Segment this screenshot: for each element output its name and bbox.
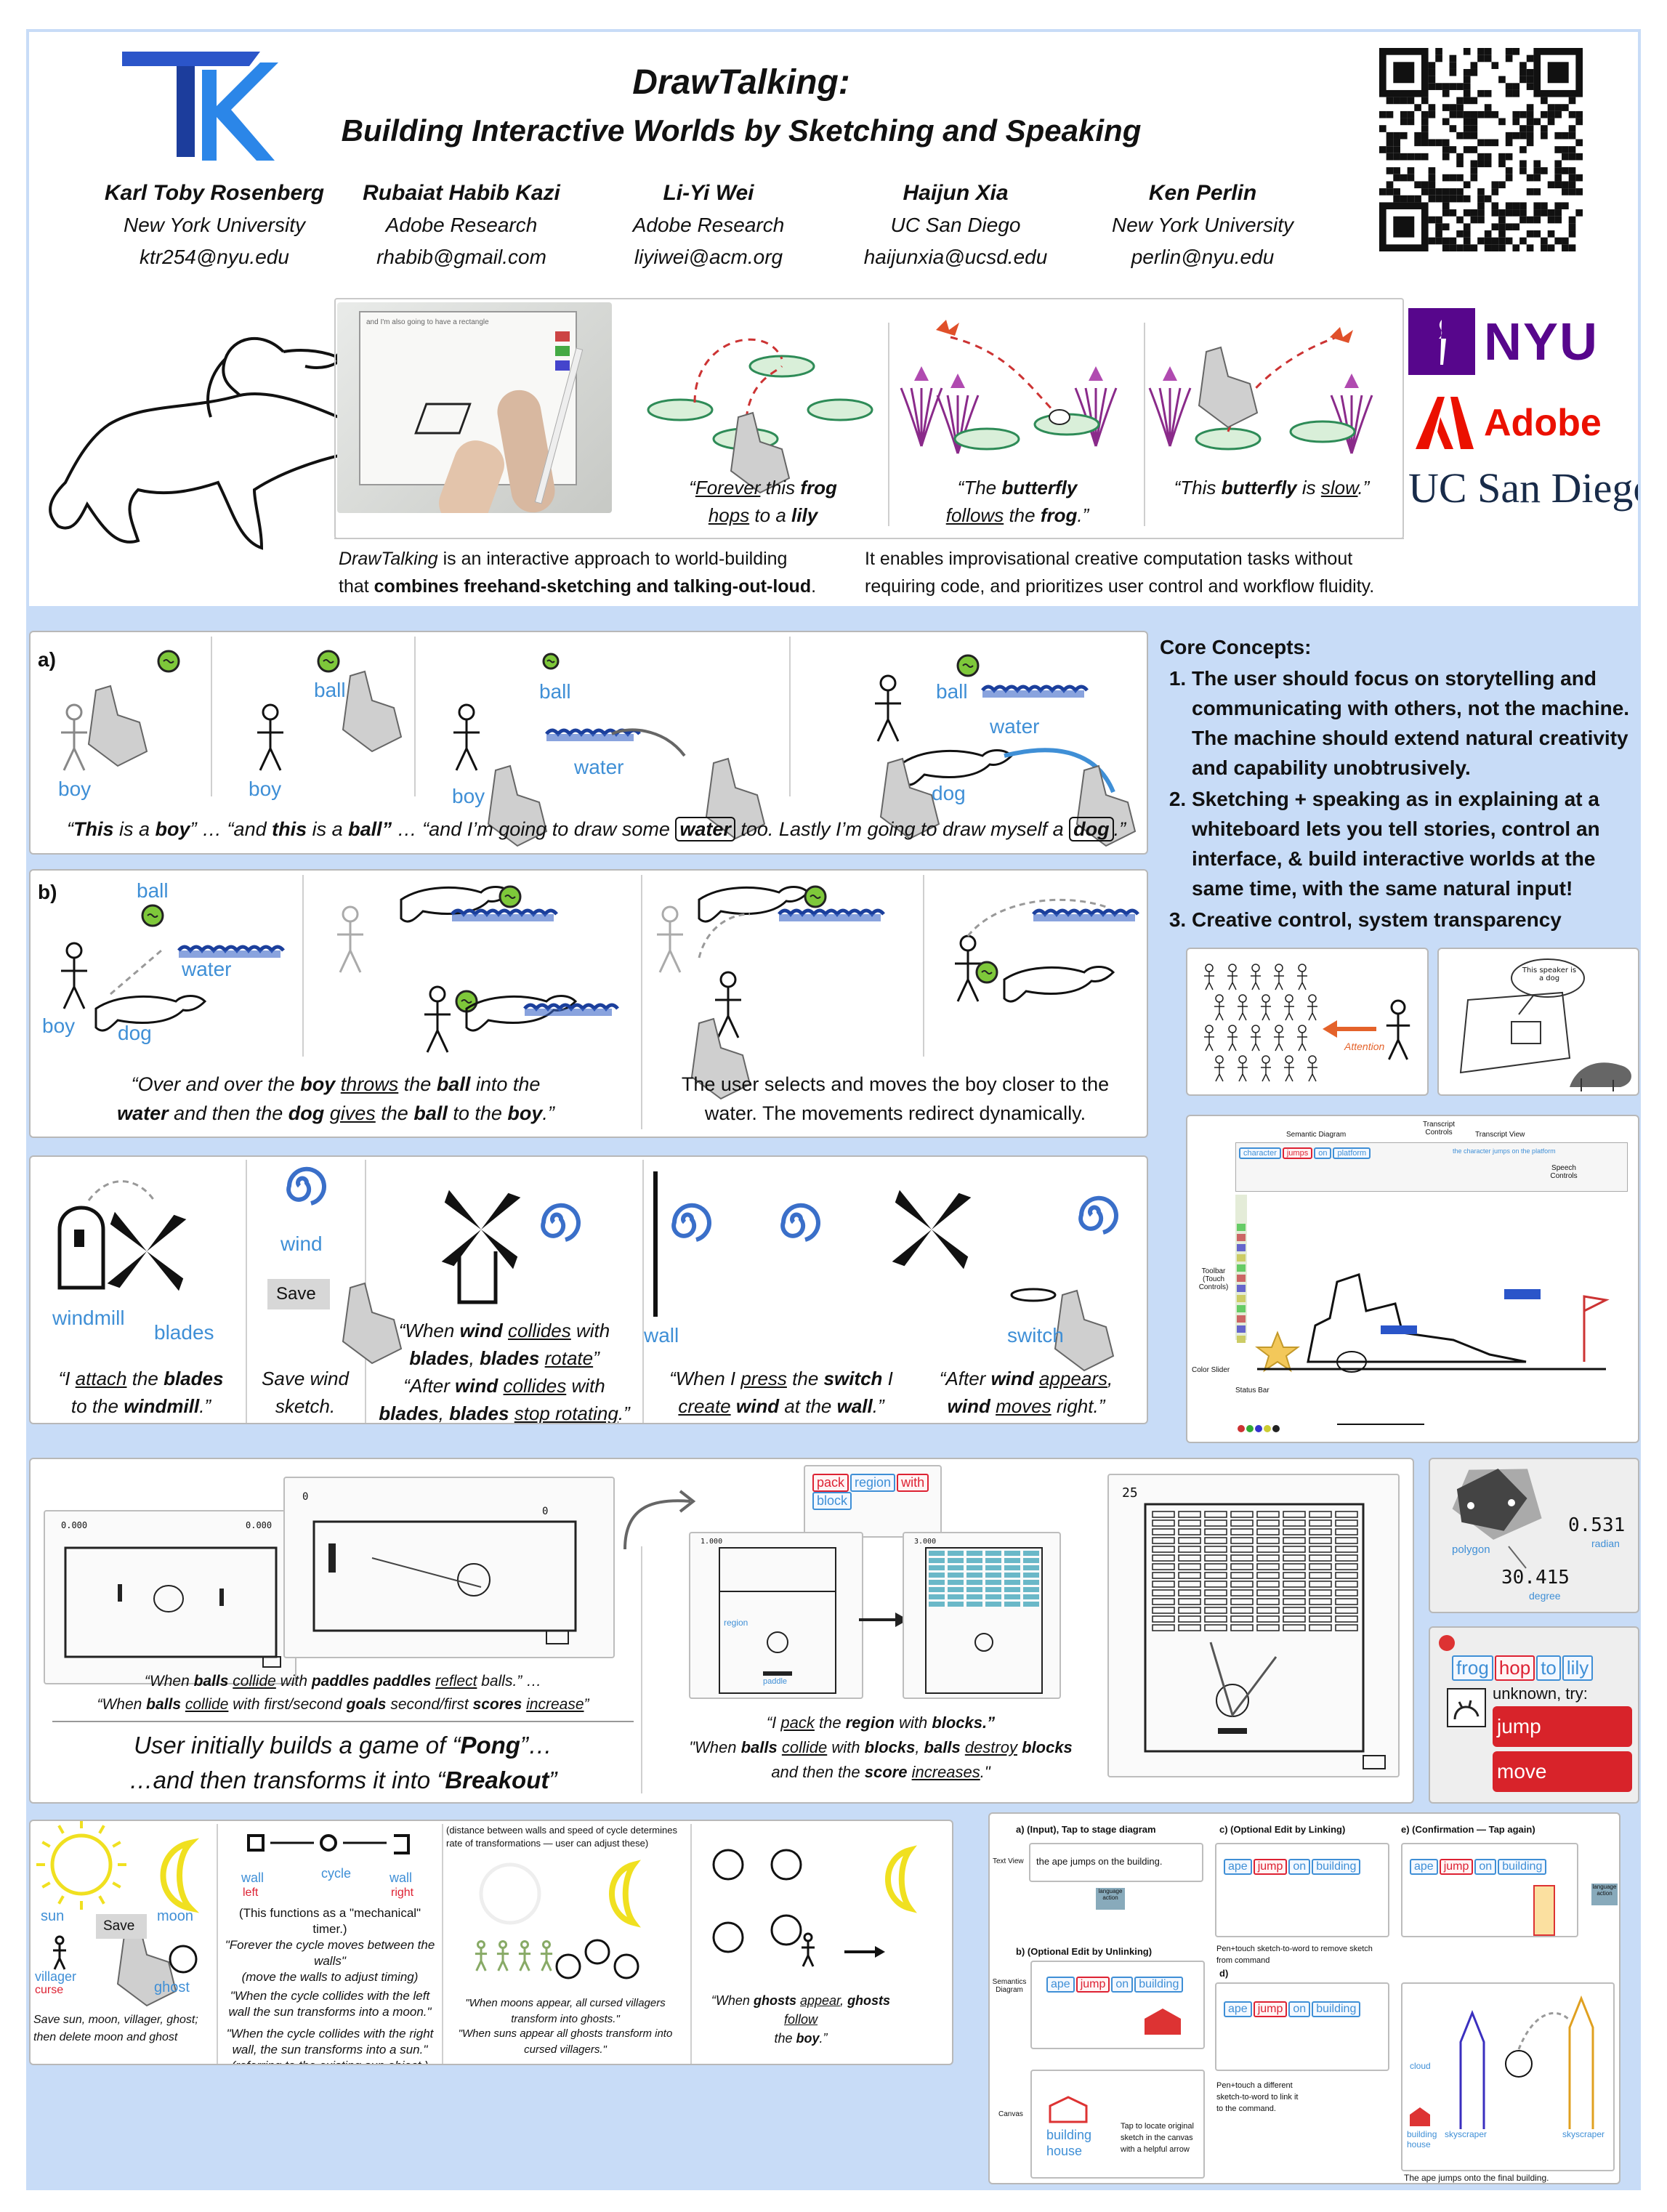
- author-1: Karl Toby Rosenberg New York University …: [104, 181, 325, 268]
- adobe-logo: Adobe: [1408, 397, 1626, 455]
- ui-diagram-panel: Semantic Diagram Transcript Controls Tra…: [1186, 1115, 1639, 1443]
- teaser-divider: [1144, 323, 1145, 526]
- teaser-divider: [888, 323, 889, 526]
- suggestion-move-button[interactable]: move: [1493, 1751, 1632, 1792]
- pong-caption-1: “When balls collide with paddles paddles…: [97, 1673, 589, 1713]
- torch-icon: [1439, 320, 1446, 365]
- core-item-3: Creative control, system transparency: [1192, 905, 1639, 935]
- crowd-attention-sketch: [1204, 964, 1410, 1082]
- degree-value: 30.415: [1501, 1567, 1570, 1589]
- section-b-caption-left: “Over and over the boy throws the ball i…: [117, 1073, 554, 1124]
- pong-screenshot-2: 0 0: [283, 1477, 615, 1658]
- frog-sketch-icon: [1447, 1688, 1486, 1727]
- polygon-angle-panel: polygon 0.531 radian 30.415 degree: [1429, 1458, 1639, 1613]
- author-5: Ken Perlin New York University perlin@ny…: [1111, 181, 1293, 268]
- poster-subtitle: Building Interactive Worlds by Sketching…: [341, 113, 1142, 148]
- attention-sketch-panel: Attention: [1186, 948, 1429, 1096]
- section-b-panel: b) ball water boy dog “Over and over the…: [29, 869, 1148, 1138]
- tk-logo: [122, 52, 278, 161]
- polygon-rotation-sketch: [1452, 1469, 1542, 1569]
- windmill-drawings: [57, 1166, 1118, 1372]
- pong-big-caption: User initially builds a game of “Pong”… …: [129, 1732, 557, 1793]
- save-button[interactable]: Save: [267, 1279, 330, 1309]
- section-b-drawings: [61, 885, 1139, 1100]
- label-dog: dog: [932, 782, 966, 804]
- section-a-panel: a) boy boy ball boy ball water ball wate…: [29, 631, 1148, 855]
- core-item-2: Sketching + speaking as in explaining at…: [1192, 784, 1639, 903]
- label-water: water: [182, 958, 232, 980]
- whiteboard-dog-sketch: [1459, 958, 1631, 1091]
- close-icon[interactable]: [1439, 1635, 1455, 1651]
- label-boy: boy: [249, 778, 282, 800]
- label-dog: dog: [118, 1022, 152, 1044]
- label-ball: ball: [936, 680, 968, 703]
- dog-sketch-illustration: [49, 337, 357, 550]
- label-boy: boy: [58, 778, 92, 800]
- label-boy: boy: [452, 785, 485, 807]
- author-4: Haijun Xia UC San Diego haijunxia@ucsd.e…: [863, 181, 1048, 268]
- rectangle-sketch: [414, 403, 472, 435]
- timer-panel: sun moon Save villager curse ghost Save …: [29, 1820, 953, 2065]
- windmill-panel: windmill blades wind Save wall switch “I…: [29, 1155, 1148, 1424]
- tablet-photo: and I'm also going to have a rectangle: [337, 302, 612, 513]
- section-b-caption-right: The user selects and moves the boy close…: [681, 1073, 1110, 1124]
- ucsd-logo: UC San Diego: [1408, 464, 1638, 512]
- qr-code-icon[interactable]: [1379, 48, 1583, 251]
- breakout-setup-2: 3.000: [903, 1532, 1061, 1699]
- label-ball: ball: [314, 679, 346, 701]
- label-ball: ball: [137, 879, 169, 902]
- step-e-canvas: cloud building house skyscraper skyscrap…: [1401, 1982, 1615, 2171]
- nyu-logo: NYU: [1408, 308, 1605, 375]
- section-a-tag: a): [38, 648, 56, 671]
- core-concepts: Core Concepts: The user should focus on …: [1160, 632, 1639, 936]
- step-a-text-view: the ape jumps on the building.: [1029, 1843, 1203, 1882]
- section-a-caption: “This is a boy” … “and this is a ball” ……: [67, 817, 1126, 841]
- section-b-tag: b): [38, 881, 57, 903]
- frog-lily-sketch: [647, 338, 873, 494]
- abstract-right: It enables improvisational creative comp…: [865, 549, 1375, 597]
- whiteboard-sketch-panel: This speaker is a dog: [1437, 948, 1639, 1096]
- butterfly-follows-sketch: [900, 320, 1118, 454]
- author-2: Rubaiat Habib Kazi Adobe Research rhabib…: [363, 181, 560, 268]
- polygon-label: polygon: [1452, 1543, 1490, 1556]
- timer-drawings: [36, 1821, 917, 2007]
- section-a-drawings: [61, 650, 1137, 847]
- steps-panel: a) (Input), Tap to stage diagram c) (Opt…: [988, 1812, 1620, 2184]
- label-ball: ball: [539, 680, 571, 703]
- label-water: water: [574, 756, 624, 778]
- core-item-1: The user should focus on storytelling an…: [1192, 663, 1639, 783]
- step-b-canvas: building house Tap to locate original sk…: [1030, 2070, 1205, 2179]
- adobe-a-icon: [1416, 397, 1474, 449]
- author-3: Li-Yi Wei Adobe Research liyiwei@acm.org: [632, 181, 785, 268]
- radian-value: 0.531: [1568, 1514, 1626, 1536]
- suggestion-jump-button[interactable]: jump: [1493, 1706, 1632, 1747]
- breakout-setup-1: 1.000 region paddle: [689, 1532, 863, 1699]
- pong-screenshot-1: 0.000 0.000: [44, 1510, 296, 1684]
- butterfly-slow-sketch: [1148, 327, 1373, 454]
- breakout-caption: “I pack the region with blocks.” "When b…: [689, 1714, 1073, 1781]
- breakout-screenshot: 25: [1107, 1474, 1400, 1777]
- teaser-caption-3: “This butterfly is slow.”: [1174, 477, 1370, 498]
- curved-arrow-icon: [623, 1490, 696, 1550]
- abstract-divider: [334, 538, 1404, 539]
- poster-title: DrawTalking:: [632, 63, 850, 102]
- right-arrow-icon: [859, 1612, 908, 1627]
- platformer-scene: [1235, 1195, 1610, 1432]
- label-water: water: [990, 715, 1040, 738]
- label-boy: boy: [42, 1014, 76, 1037]
- header-panel: DrawTalking: Building Interactive Worlds…: [29, 32, 1638, 606]
- abstract-left: DrawTalking is an interactive approach t…: [339, 549, 817, 597]
- timer-save-button[interactable]: Save: [96, 1914, 147, 1939]
